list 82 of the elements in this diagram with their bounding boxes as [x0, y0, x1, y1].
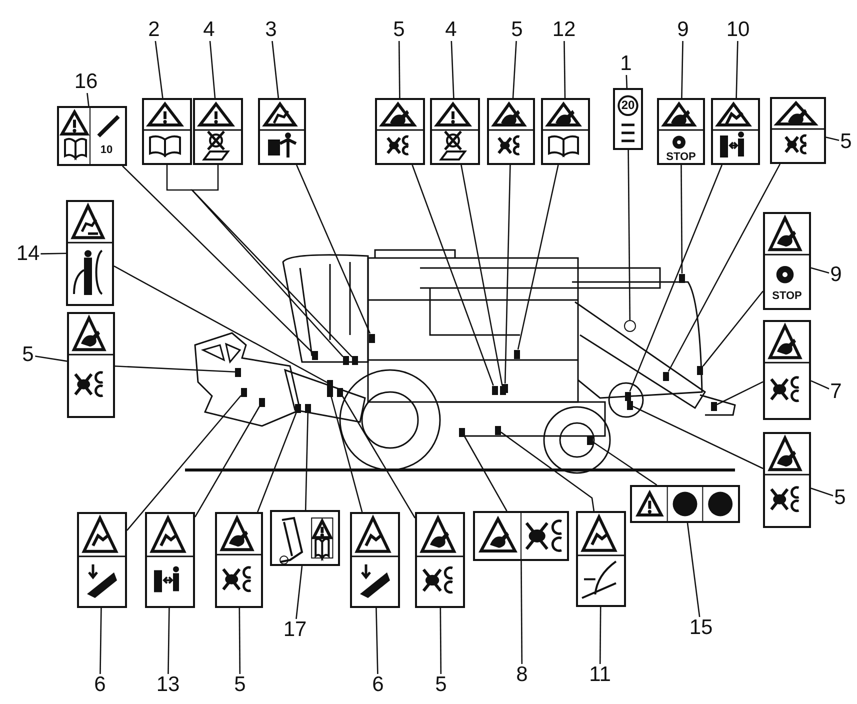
leader-line — [680, 165, 683, 274]
decal-marker — [327, 380, 333, 388]
leader-line — [826, 136, 840, 142]
leader-line — [330, 396, 363, 512]
decal-marker — [663, 372, 669, 380]
leader-line — [296, 164, 371, 334]
leader-line — [209, 40, 216, 98]
decal-marker — [711, 402, 717, 410]
leader-line — [166, 165, 344, 358]
leader-line — [154, 40, 164, 98]
leader-line — [122, 166, 312, 353]
leader-line — [686, 522, 700, 618]
leader-line — [702, 290, 764, 367]
leader-line — [114, 365, 236, 373]
decal-marker — [679, 274, 685, 282]
decal-text: 20 — [621, 99, 635, 112]
leader-line — [632, 406, 764, 470]
leader-line — [114, 266, 328, 383]
leader-line — [376, 608, 378, 674]
leader-line — [512, 40, 517, 98]
decal-marker — [295, 404, 301, 412]
decal-marker — [337, 388, 343, 396]
leader-line — [500, 432, 595, 512]
decal-marker — [514, 350, 520, 358]
leader-line — [100, 608, 102, 674]
leader-line — [460, 164, 503, 386]
decal-marker — [259, 398, 265, 406]
leader-line — [257, 412, 297, 512]
leader-line — [564, 41, 566, 98]
leader-line — [304, 412, 309, 510]
callout-number: 3 — [264, 19, 278, 41]
leader-line — [681, 40, 684, 98]
decal-marker — [369, 334, 375, 342]
leader-line — [629, 164, 722, 392]
decal-marker — [697, 366, 703, 374]
leader-line — [599, 607, 602, 664]
callout-number: 16 — [73, 71, 99, 93]
leader-line — [464, 436, 508, 512]
leader-line — [626, 74, 628, 88]
leader-line — [296, 566, 303, 620]
decal-text: STOP — [666, 152, 696, 163]
leader-line — [736, 40, 738, 98]
leader-line — [592, 441, 658, 486]
decal-marker — [352, 356, 358, 364]
leader-line — [190, 165, 352, 358]
leader-line — [504, 164, 511, 384]
leader-line — [716, 381, 764, 406]
decal-marker — [502, 384, 508, 392]
callout-number: 2 — [147, 19, 161, 41]
leader-line — [412, 164, 494, 386]
leader-line — [194, 406, 260, 518]
leader-line — [272, 40, 280, 98]
leader-line — [517, 164, 559, 350]
round-marker — [624, 320, 636, 332]
decal-marker — [459, 428, 465, 436]
decal-marker — [312, 350, 318, 360]
decal-text: 10 — [100, 144, 113, 156]
decal-marker — [625, 392, 631, 400]
decal-marker — [241, 388, 247, 396]
leader-line — [810, 488, 834, 496]
decal-marker — [305, 404, 311, 412]
decal-marker — [495, 426, 501, 434]
decal-text: STOP — [772, 291, 802, 302]
leader-line — [450, 40, 454, 98]
decal-marker — [235, 368, 241, 376]
leader-line — [810, 267, 830, 274]
leader-line — [86, 92, 90, 106]
leader-line — [40, 252, 66, 254]
leader-line — [520, 561, 523, 664]
leader-line — [342, 396, 416, 518]
leader-line — [168, 608, 170, 674]
leader-line — [668, 164, 781, 372]
leader-line — [126, 395, 242, 531]
leader-line — [628, 150, 631, 320]
decal-marker — [492, 386, 498, 394]
decal-marker — [343, 356, 349, 364]
leader-line — [440, 608, 442, 674]
leader-line — [398, 41, 400, 98]
leader-line — [238, 608, 241, 674]
leader-line — [34, 355, 68, 362]
decal-marker — [627, 400, 633, 410]
leader-line — [810, 380, 830, 390]
